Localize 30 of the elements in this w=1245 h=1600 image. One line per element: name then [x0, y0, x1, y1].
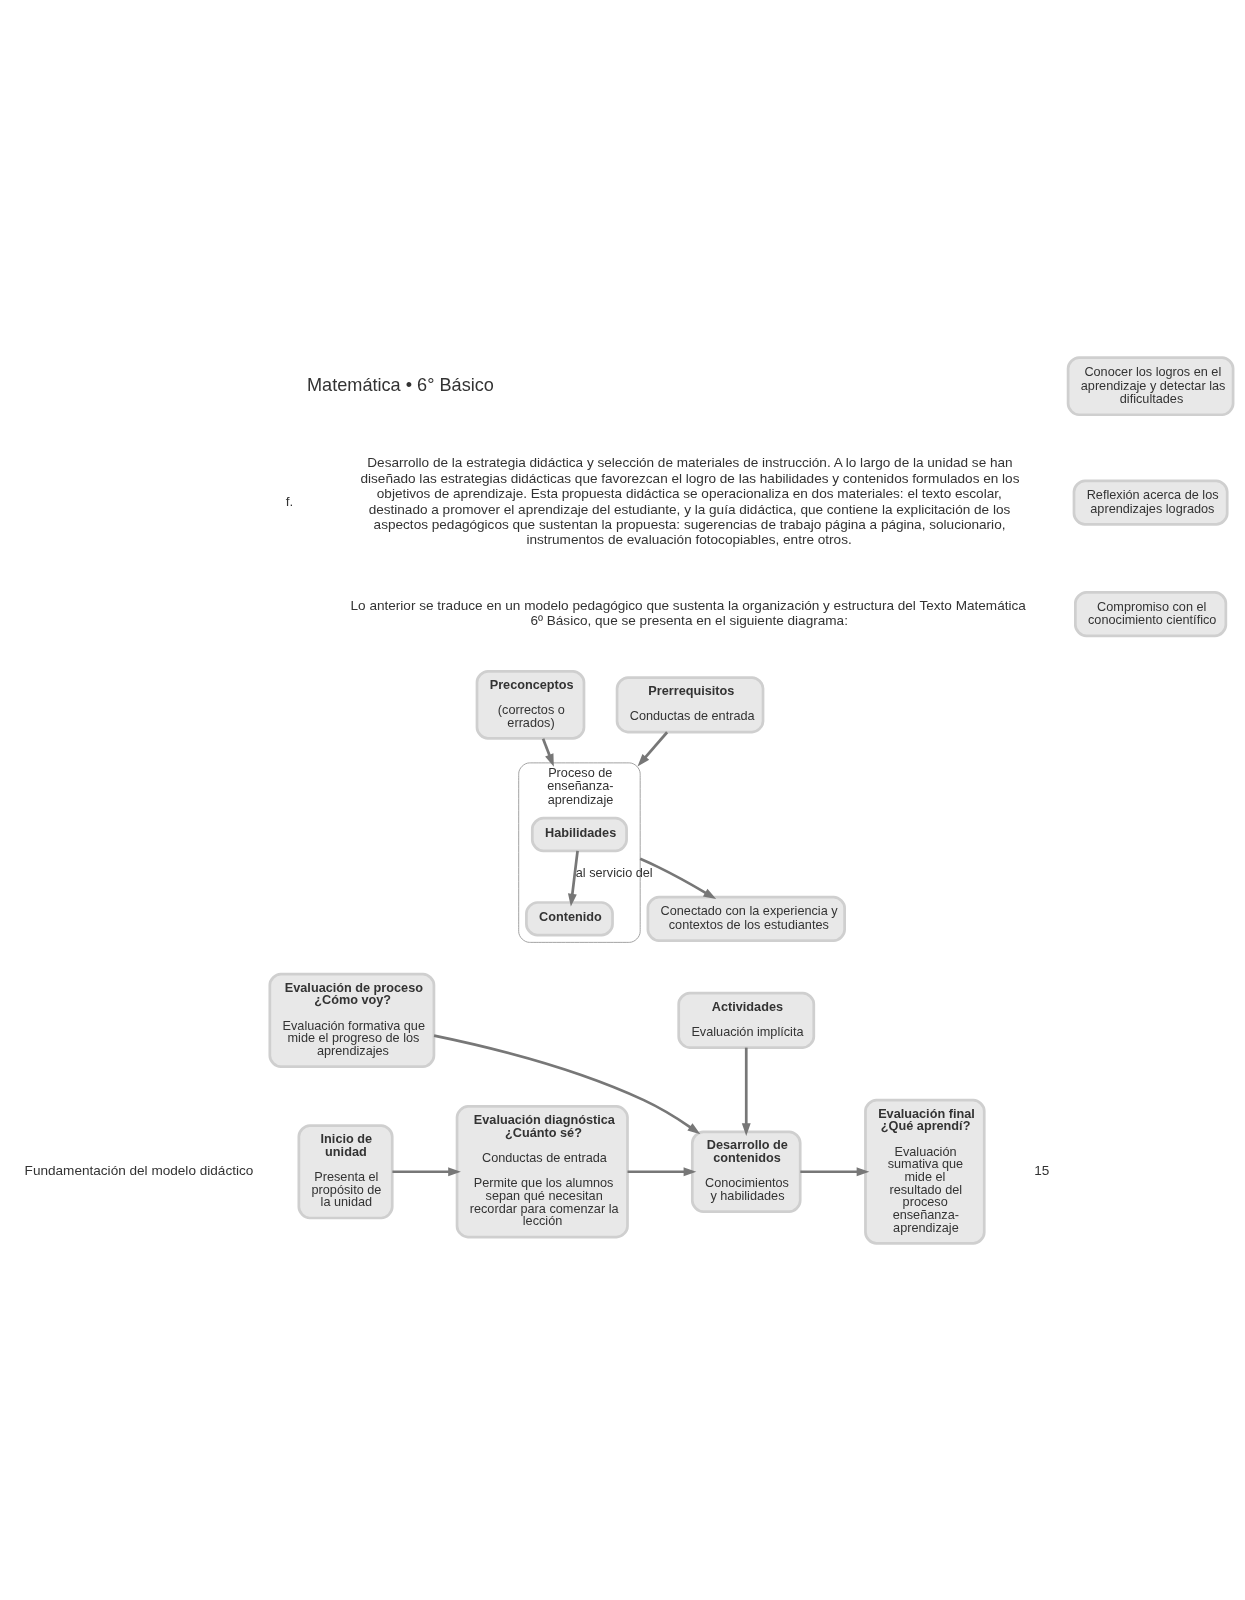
- arrow: [627, 1166, 697, 1176]
- arrow: [800, 1166, 870, 1176]
- node-box: Habilidades: [530, 816, 628, 852]
- arrow: [392, 1166, 461, 1176]
- node-box: Reflexión acerca de los aprendizajes logrados: [1072, 479, 1229, 526]
- label: Desarrollo de la estrategia didáctica y selección de materiales de instrucción. A lo largo de la unidad se han diseñado las estrategias didácticas que favorezcan el logro de las habilidades y contenidos formulados en los objetivos de aprendizaje. Esta propuesta didáctica se operacionaliza en dos materiales: el texto escolar, destinado a promover el aprendizaje del estudiante, y la guía didáctica, que contiene la explicitación de los aspectos pedagógicos que sustentan la propuesta: sugerencias de trabajo página a página, solucionario, instrumentos de evaluación fotocopiables, entre otros.: [360, 454, 1020, 547]
- node-box: Compromiso con el conocimiento científico: [1074, 590, 1228, 637]
- label: Fundamentación del modelo didáctico: [24, 1162, 254, 1178]
- label: f.: [285, 493, 294, 509]
- node-box: Conocer los logros en el aprendizaje y detectar las dificultades: [1066, 355, 1235, 416]
- node-box: Desarrollo de contenidos Conocimientos y habilidades: [690, 1130, 802, 1213]
- node-box: Evaluación final ¿Qué aprendí? Evaluación sumativa que mide el resultado del proceso enseñanza-aprendizaje: [864, 1098, 986, 1245]
- node-box: Evaluación diagnóstica ¿Cuánto sé? Conductas de entrada Permite que los alumnos sepan qué necesitan recordar para comenzar la lección: [455, 1104, 629, 1238]
- arrow: [567, 850, 579, 907]
- node-box: Preconceptos (correctos o errados): [475, 669, 586, 740]
- node-box: Evaluación de proceso ¿Cómo voy? Evaluación formativa que mide el progreso de los aprendizajes: [268, 972, 436, 1068]
- arrow: [639, 857, 717, 899]
- label: Lo anterior se traduce en un modelo pedagógico que sustenta la organización y estructura del Texto Matemática 6º Básico, que se presenta en el siguiente diagrama:: [350, 597, 1026, 628]
- node-box: Contenido: [525, 900, 614, 936]
- label: 15: [1034, 1162, 1050, 1178]
- node-box: Conectado con la experiencia y contextos de los estudiantes: [646, 895, 846, 942]
- arrow: [637, 730, 669, 766]
- arrow: [541, 737, 554, 767]
- node-box: Prerrequisitos Conductas de entrada: [615, 675, 765, 733]
- node-box: Inicio de unidad Presenta el propósito de la unidad: [297, 1123, 394, 1219]
- arrow: [741, 1047, 751, 1136]
- edge-label: al servicio del: [575, 865, 653, 880]
- arrow: [433, 1033, 701, 1134]
- node-box: Actividades Evaluación implícita: [677, 991, 816, 1049]
- label: Matemática • 6° Básico: [307, 374, 494, 395]
